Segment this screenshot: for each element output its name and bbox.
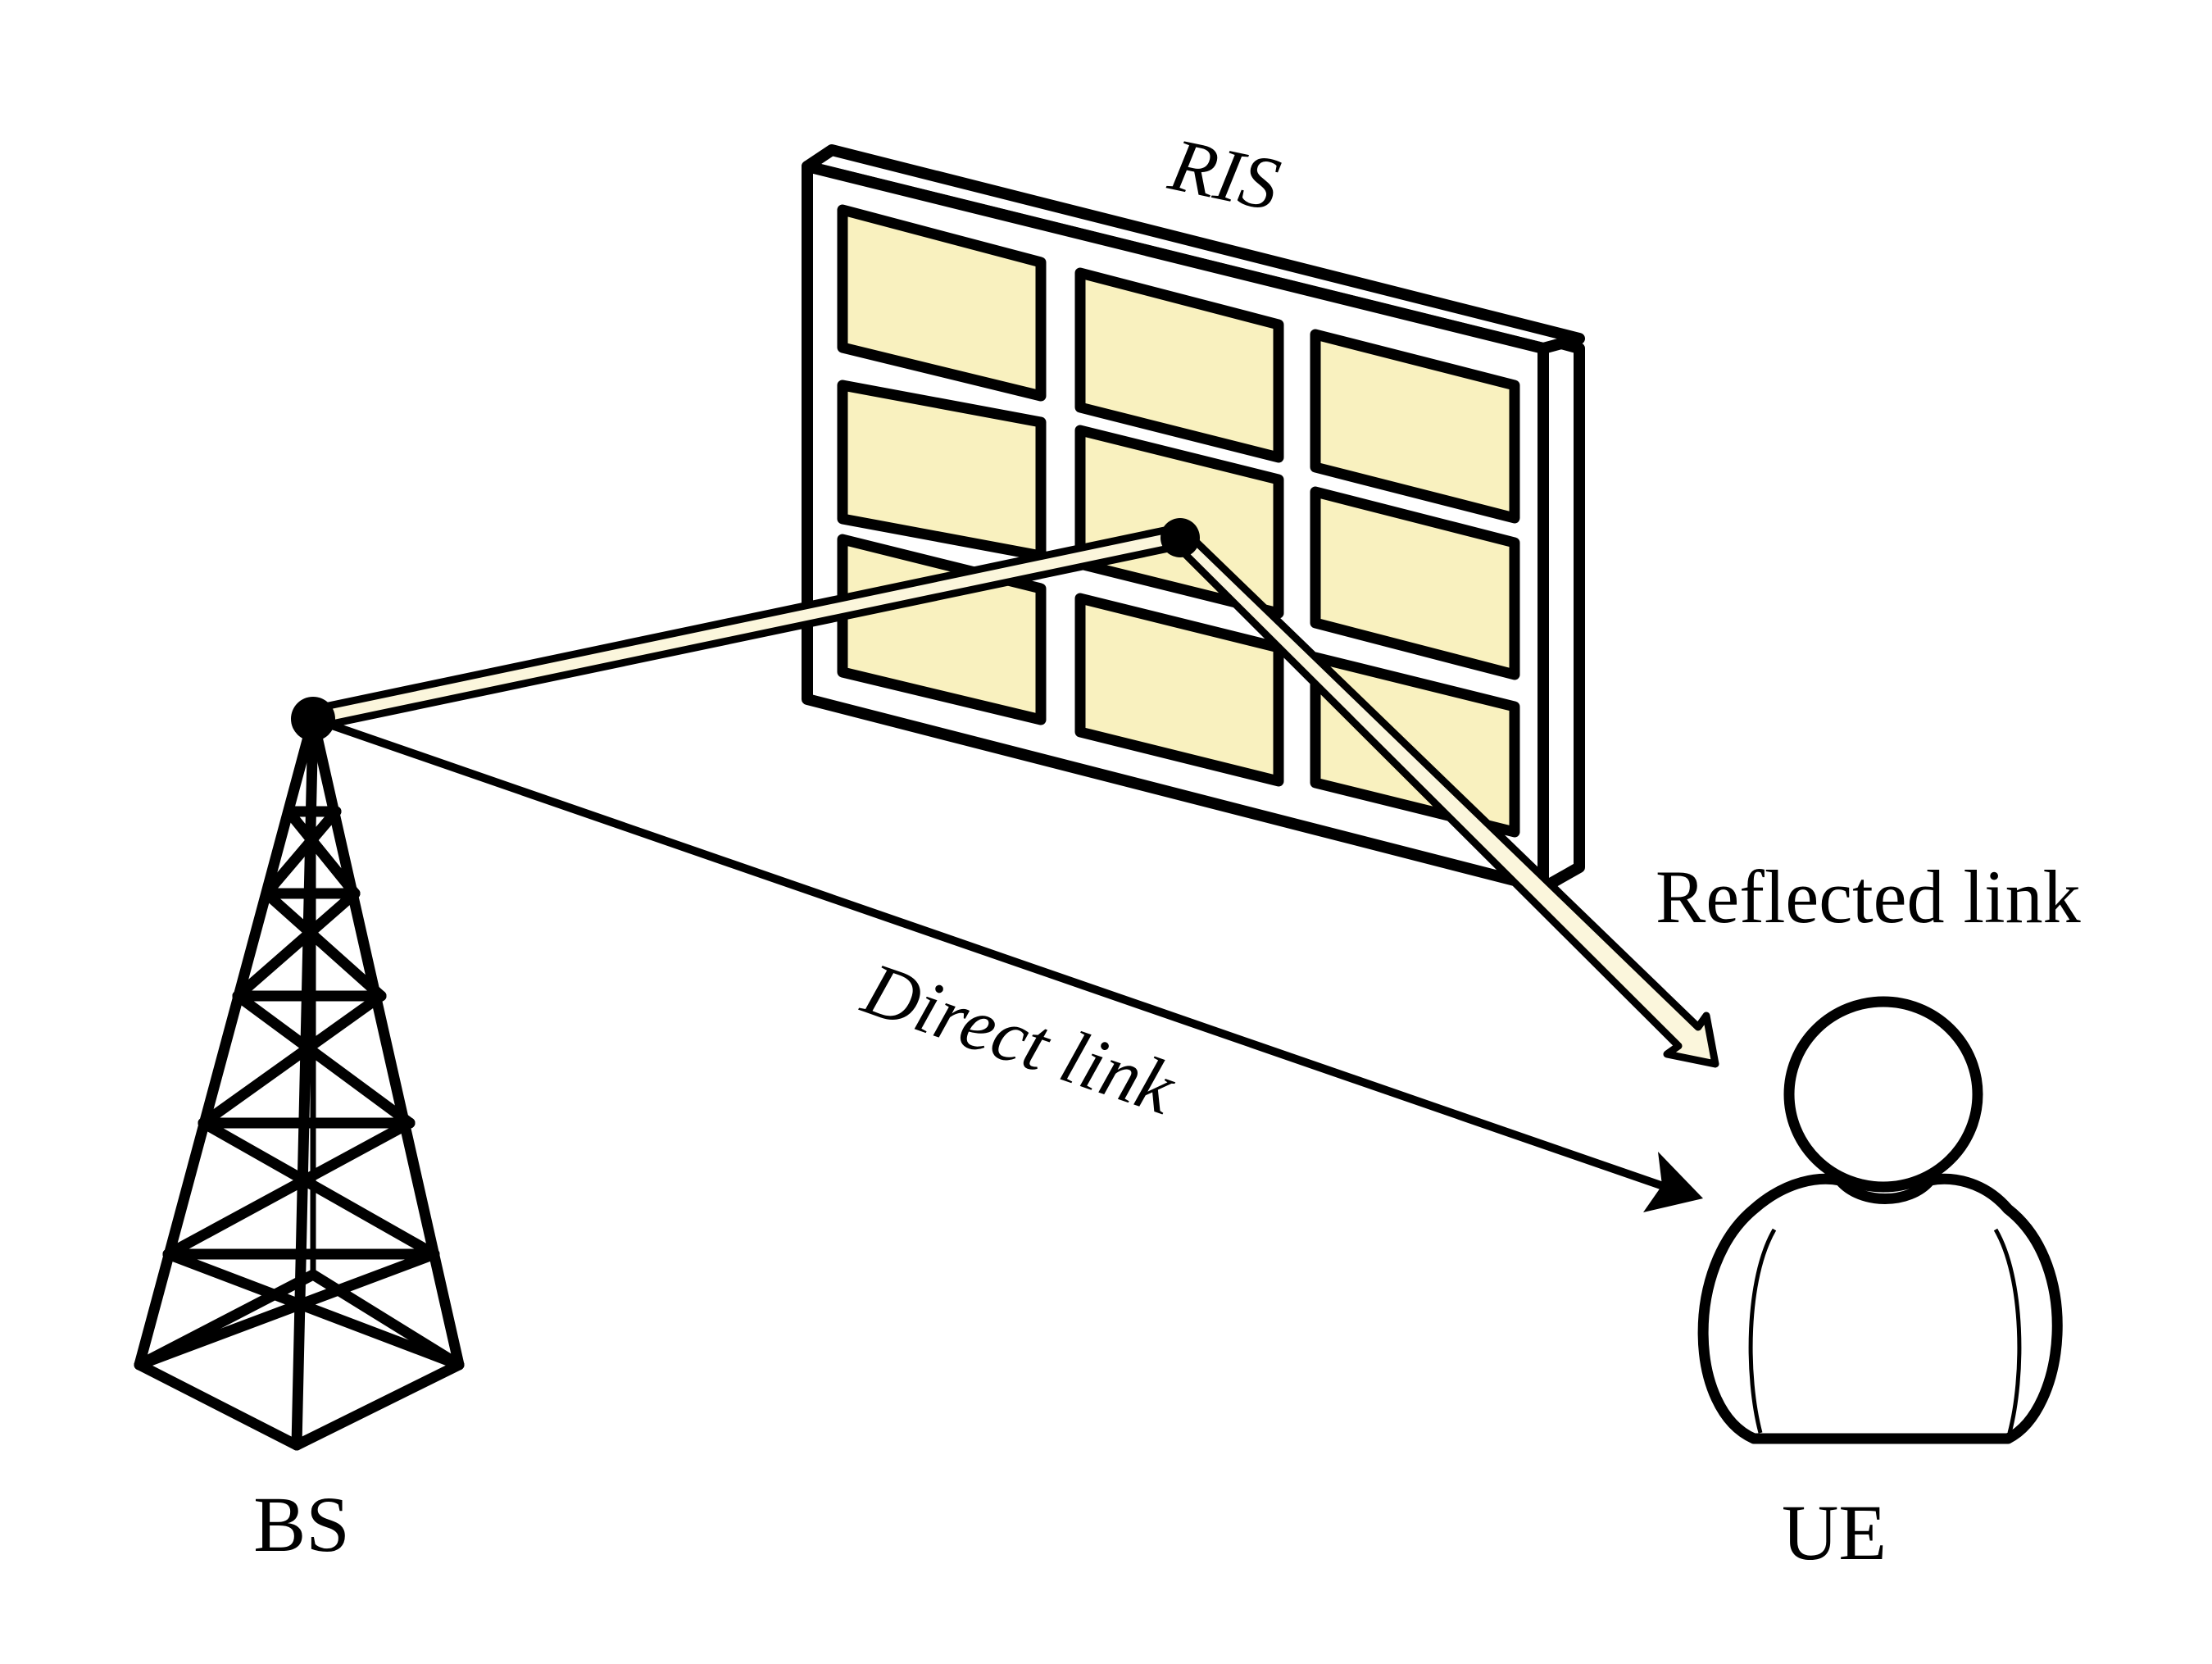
direct-link-label: Direct link — [852, 946, 1187, 1131]
person-arm-left — [1748, 1228, 1777, 1434]
ris-element — [1074, 593, 1284, 787]
person-head — [1783, 996, 1983, 1193]
ris-elements — [837, 204, 1520, 838]
person-arm-right — [1993, 1228, 2022, 1434]
reflected-beam — [1171, 527, 1719, 1068]
direct-link-line — [311, 715, 1672, 1193]
ris-element — [1310, 486, 1520, 680]
direct-link — [311, 715, 1703, 1212]
lattice-tower-icon — [134, 713, 465, 1451]
ue-label: UE — [1782, 1489, 1887, 1576]
ris-reflection-point — [1161, 518, 1200, 557]
bs-label: BS — [253, 1480, 349, 1568]
person-body — [1697, 1173, 2063, 1444]
ris-label: RIS — [1162, 122, 1287, 227]
ris-element — [1310, 329, 1520, 524]
reflected-link-label: Reflected link — [1656, 855, 2081, 939]
ris-element — [837, 204, 1047, 402]
person-icon — [1697, 996, 2063, 1444]
direct-link-arrowhead — [1643, 1152, 1703, 1212]
ris-element — [1074, 267, 1284, 463]
ris-panel — [802, 144, 1585, 893]
